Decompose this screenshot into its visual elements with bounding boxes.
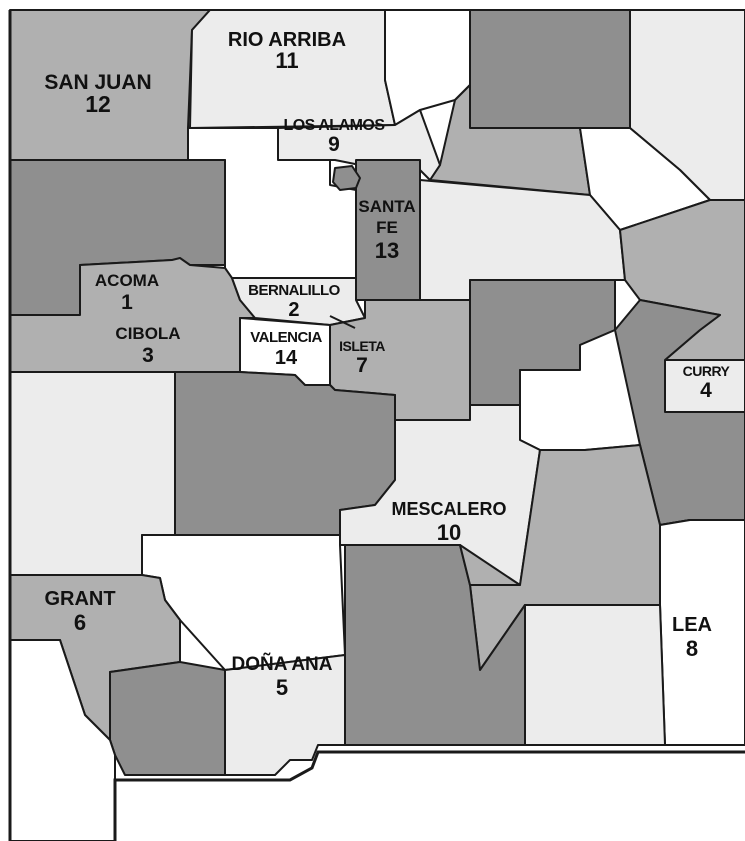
region-name: ACOMA — [94, 271, 160, 290]
label-santa-fe: SANTA FE 13 — [358, 198, 415, 262]
label-isleta: ISLETA 7 — [339, 339, 385, 376]
label-grant: GRANT 6 — [44, 589, 115, 634]
los-alamos-blob — [332, 165, 361, 191]
region-number: 3 — [142, 344, 154, 367]
region-number: 6 — [73, 610, 87, 635]
region-name: VALENCIA — [250, 329, 322, 346]
region-number: 13 — [374, 238, 400, 263]
region-name-line1: SANTA — [358, 197, 416, 216]
label-acoma: ACOMA 1 — [95, 272, 159, 313]
label-rio-arriba: RIO ARRIBA 11 — [228, 30, 346, 72]
region-far-south-white[interactable] — [9, 639, 116, 841]
region-number: 4 — [700, 379, 712, 402]
region-name: BERNALILLO — [248, 282, 340, 299]
label-valencia: VALENCIA 14 — [250, 330, 322, 368]
region-number: 5 — [275, 675, 289, 700]
region-number: 7 — [356, 354, 368, 377]
region-name: CIBOLA — [115, 324, 181, 343]
region-number: 9 — [328, 133, 340, 156]
region-name: DOÑA ANA — [231, 654, 333, 675]
region-name: ISLETA — [339, 338, 385, 354]
label-los-alamos: LOS ALAMOS 9 — [283, 117, 385, 156]
region-northeast-dark[interactable] — [469, 9, 631, 129]
region-name: CURRY — [682, 363, 730, 379]
region-southeast-light[interactable] — [524, 604, 666, 746]
region-name: LOS ALAMOS — [283, 117, 385, 134]
label-mescalero: MESCALERO 10 — [391, 500, 506, 544]
isleta-leader-line — [329, 315, 356, 329]
region-number: 1 — [121, 291, 133, 314]
region-name: MESCALERO — [391, 499, 507, 519]
southern-border-line — [113, 750, 745, 841]
region-number: 2 — [288, 299, 300, 321]
region-number: 11 — [275, 48, 299, 73]
region-number: 8 — [685, 636, 699, 661]
region-name: GRANT — [44, 588, 116, 610]
label-bernalillo: BERNALILLO 2 — [248, 283, 340, 320]
region-name: RIO ARRIBA — [227, 29, 347, 51]
region-number: 10 — [436, 520, 462, 545]
label-cibola: CIBOLA 3 — [115, 325, 180, 366]
region-south-dark[interactable] — [109, 661, 226, 776]
label-san-juan: SAN JUAN 12 — [44, 72, 151, 116]
region-number: 14 — [274, 347, 298, 369]
southern-border-area — [115, 752, 745, 841]
region-number: 12 — [85, 91, 111, 117]
region-name-line2: FE — [376, 218, 398, 237]
label-curry: CURRY 4 — [683, 364, 730, 401]
label-dona-ana: DOÑA ANA 5 — [232, 655, 333, 699]
region-name: LEA — [672, 614, 712, 636]
region-south-medium[interactable] — [459, 544, 521, 586]
region-name: SAN JUAN — [44, 71, 152, 94]
label-lea: LEA 8 — [672, 615, 712, 660]
